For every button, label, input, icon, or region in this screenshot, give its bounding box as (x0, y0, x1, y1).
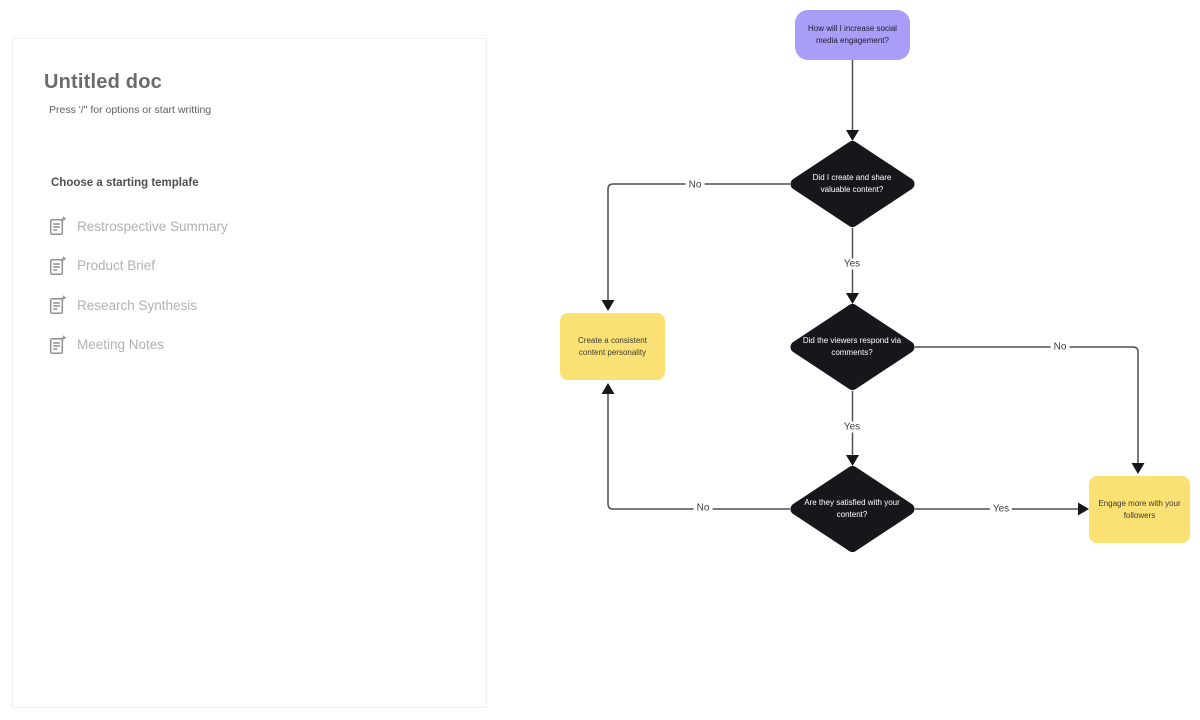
document-template-icon (49, 334, 67, 355)
document-template-icon (49, 255, 67, 276)
document-template-icon (49, 295, 67, 315)
start-node[interactable]: How will I increase social media engagem… (795, 10, 910, 60)
document-template-icon (49, 216, 67, 236)
start-node-label: How will I increase social media engagem… (808, 24, 897, 45)
action-node-personality[interactable]: Create a consistent content personality (560, 313, 665, 380)
arrowhead-down-icon (601, 300, 615, 311)
action-node-label: Engage more with your followers (1098, 498, 1181, 520)
template-item-product-brief[interactable]: Product Brief (49, 253, 349, 279)
template-item-research-synthesis[interactable]: Research Synthesis (49, 292, 349, 318)
edge-label-yes: Yes (840, 258, 864, 270)
doc-title[interactable]: Untitled doc (44, 71, 162, 93)
arrowhead-right-icon (1078, 502, 1089, 516)
action-node-label: Create a consistent content personality (578, 335, 647, 357)
arrowhead-down-icon (846, 130, 859, 141)
templates-heading: Choose a starting templafe (51, 177, 199, 189)
decision-node-content[interactable] (790, 141, 915, 227)
edge-label-no: No (1050, 341, 1070, 353)
arrowhead-down-icon (846, 455, 859, 466)
template-list: Restrospective Summary Product Brief (49, 213, 349, 371)
decision-node-comments[interactable] (790, 304, 915, 390)
edge-decision-content-no (607, 183, 790, 301)
document-editor-panel: Untitled doc Press '/" for options or st… (12, 38, 487, 708)
template-item-retrospective-summary[interactable]: Restrospective Summary (49, 213, 349, 239)
template-item-label: Product Brief (77, 258, 156, 273)
arrowhead-up-icon (601, 383, 615, 394)
edge-label-no: No (685, 179, 705, 191)
template-item-label: Research Synthesis (77, 297, 198, 313)
arrowhead-down-icon (1131, 463, 1145, 474)
decision-node-satisfied[interactable] (790, 466, 915, 552)
edge-decision-satisfied-no (607, 393, 790, 510)
edge-label-no: No (693, 502, 713, 514)
template-item-meeting-notes[interactable]: Meeting Notes (49, 332, 349, 358)
template-item-label: Restrospective Summary (77, 218, 228, 234)
edge-label-yes: Yes (989, 503, 1013, 515)
arrowhead-down-icon (846, 293, 859, 304)
edge-label-yes: Yes (840, 421, 864, 433)
editor-placeholder[interactable]: Press '/" for options or start writting (49, 104, 212, 116)
template-item-label: Meeting Notes (77, 337, 165, 352)
action-node-engage[interactable]: Engage more with your followers (1089, 476, 1190, 543)
edge-decision-comments-no (915, 346, 1139, 464)
